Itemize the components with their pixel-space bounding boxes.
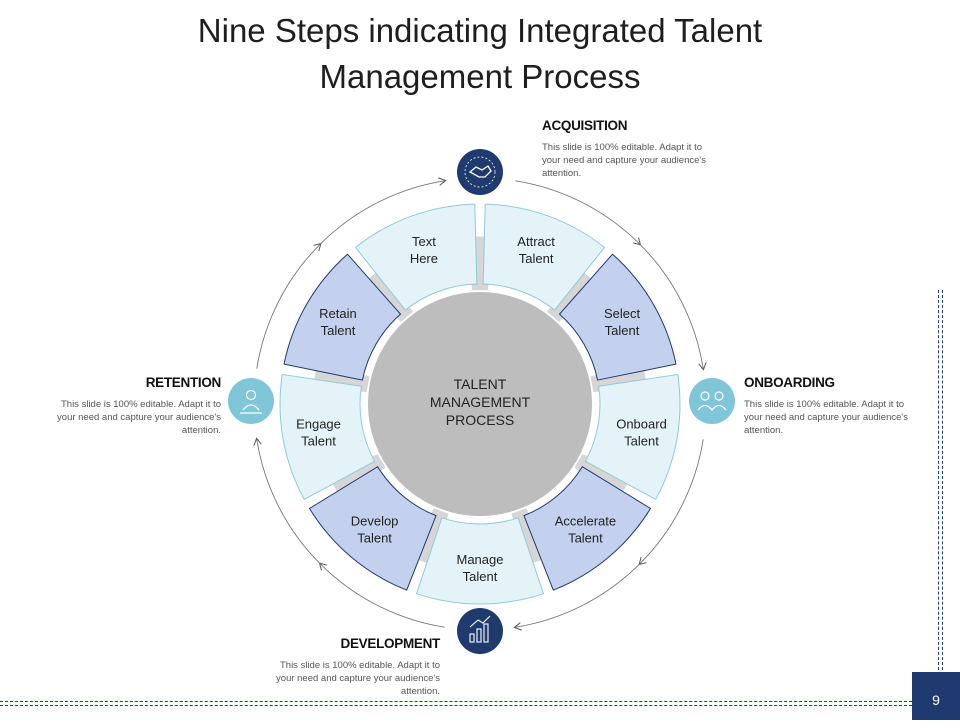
cycle-arrow (319, 181, 444, 245)
segment-accelerate (523, 466, 652, 591)
segment-label: Text (412, 234, 436, 249)
stage-description: This slide is 100% editable. Adapt it to… (542, 142, 706, 179)
cycle-arrow (515, 180, 639, 244)
segment-label: Talent (357, 531, 392, 546)
segment-develop (308, 466, 437, 591)
growth-chart-icon (457, 608, 503, 654)
segment-onboard (584, 373, 681, 501)
decorative-horizontal-line (0, 705, 912, 706)
decorative-vertical-line (942, 290, 943, 670)
segment-label: Engage (296, 416, 341, 431)
segment-label: Talent (321, 323, 356, 338)
segment-label: Talent (624, 433, 659, 448)
segment-label: Talent (463, 569, 498, 584)
segment-connector (547, 268, 597, 322)
cycle-arrow (320, 564, 445, 628)
segment-select (558, 253, 677, 381)
stage-title: RETENTION (145, 375, 222, 390)
stage-title: DEVELOPMENT (340, 636, 441, 651)
stage-acquisition: ACQUISITION This slide is 100% editable.… (542, 118, 717, 180)
title-line-2: Management Process (319, 58, 641, 95)
segment-label: Attract (517, 234, 555, 249)
title-line-1: Nine Steps indicating Integrated Talent (197, 12, 763, 49)
center-label-line-3: PROCESS (446, 412, 514, 428)
decorative-horizontal-line (0, 701, 912, 702)
segment-label: Talent (605, 323, 640, 338)
cycle-arrow (257, 439, 321, 565)
segment-label: Accelerate (555, 514, 616, 529)
segment-connector (329, 453, 386, 498)
segment-connector (363, 268, 413, 322)
stage-onboarding: ONBOARDING This slide is 100% editable. … (744, 375, 919, 437)
stage-retention: RETENTION This slide is 100% editable. A… (46, 375, 221, 437)
stage-description: This slide is 100% editable. Adapt it to… (744, 399, 908, 436)
segment-label: Talent (519, 251, 554, 266)
segment-labels: AttractTalentSelectTalentOnboardTalentAc… (296, 234, 667, 584)
cycle-arrow (640, 439, 704, 563)
hand-person-icon (228, 378, 274, 424)
segment-engage (279, 373, 376, 501)
page-number: 9 (912, 672, 960, 720)
segment-manage (415, 517, 545, 605)
cycle-arrow (256, 244, 320, 369)
center-label-line-1: TALENT (454, 376, 507, 392)
stage-title: ACQUISITION (542, 118, 628, 133)
outer-cycle-arrows (257, 181, 703, 627)
segment-label: Select (604, 306, 641, 321)
segment-label: Develop (351, 514, 399, 529)
cycle-arrow (639, 243, 703, 368)
team-icon (689, 378, 735, 424)
segment-label: Retain (319, 306, 357, 321)
decorative-vertical-line (938, 290, 939, 670)
segment-retain (283, 253, 402, 381)
handshake-icon (457, 149, 503, 195)
slide-title: Nine Steps indicating Integrated Talent … (80, 8, 880, 100)
segment-label: Talent (301, 433, 336, 448)
segment-ring (279, 203, 681, 605)
segment-text (354, 203, 478, 311)
cycle-arrow (515, 563, 641, 627)
stage-title: ONBOARDING (744, 375, 835, 390)
segment-label: Onboard (616, 416, 667, 431)
stage-description: This slide is 100% editable. Adapt it to… (57, 399, 221, 436)
stage-development: DEVELOPMENT This slide is 100% editable.… (265, 636, 440, 698)
center-label-line-2: MANAGEMENT (430, 394, 531, 410)
center-circle (368, 292, 592, 516)
segment-label: Here (410, 251, 438, 266)
segment-connector (574, 453, 631, 498)
segment-label: Manage (457, 552, 504, 567)
segment-attract (482, 203, 606, 311)
stage-description: This slide is 100% editable. Adapt it to… (276, 660, 440, 697)
segment-label: Talent (568, 531, 603, 546)
